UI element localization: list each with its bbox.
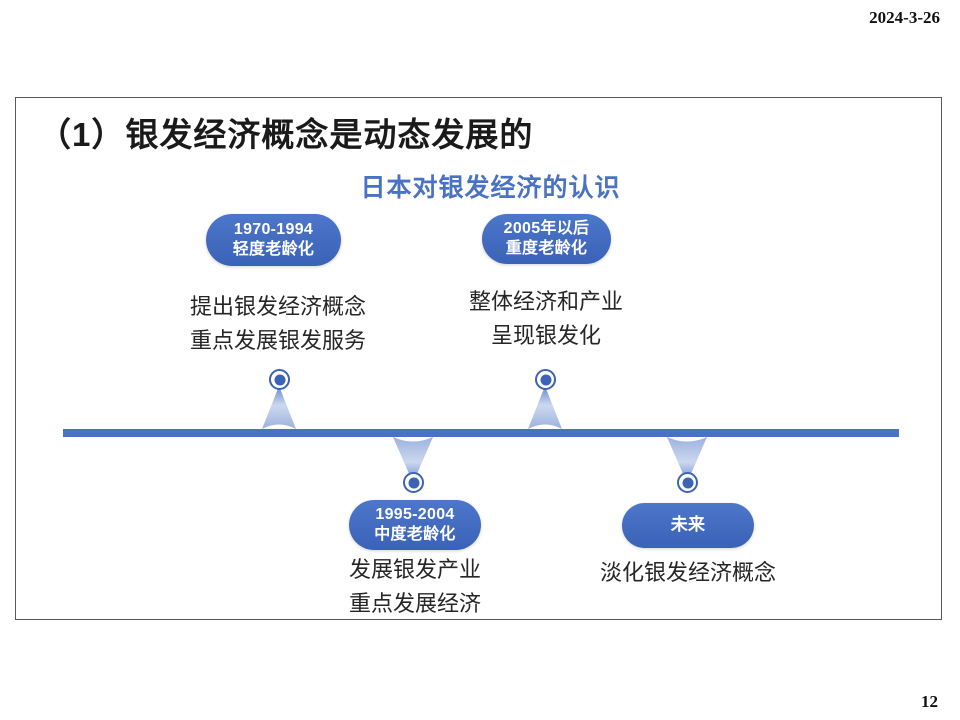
desc-line-2: 呈现银发化	[490, 323, 601, 349]
timeline-marker-stage-2[interactable]	[535, 369, 556, 390]
desc-line-2: 重点发展银发服务	[189, 328, 366, 354]
timeline-diagram: 1970-1994 轻度老龄化 提出银发经济概念 重点发展银发服务 2005年以…	[16, 98, 941, 619]
timeline-badge-stage-4[interactable]: 未来	[622, 503, 754, 548]
timeline-badge-stage-1[interactable]: 1970-1994 轻度老龄化	[206, 214, 341, 266]
badge-period-label: 1995-2004	[375, 506, 455, 524]
timeline-badge-stage-3[interactable]: 1995-2004 中度老龄化	[349, 500, 481, 550]
desc-line-1: 提出银发经济概念	[189, 294, 366, 319]
timeline-desc-stage-4: 淡化银发经济概念	[578, 556, 798, 590]
timeline-connectors	[262, 386, 707, 483]
desc-line-1: 淡化银发经济概念	[599, 560, 776, 585]
timeline-desc-stage-3: 发展银发产业 重点发展经济	[305, 553, 525, 621]
badge-stage-label: 轻度老龄化	[232, 241, 315, 258]
timeline-desc-stage-1: 提出银发经济概念 重点发展银发服务	[158, 290, 398, 358]
timeline-bar	[63, 429, 899, 437]
badge-stage-label: 中度老龄化	[374, 526, 456, 543]
badge-period-label: 未来	[670, 515, 706, 535]
page-subtitle: 日本对银发经济的认识	[16, 168, 941, 204]
page-title: （1）银发经济概念是动态发展的	[38, 116, 534, 153]
badge-period-label: 2005年以后	[503, 220, 590, 238]
page-number: 12	[921, 692, 938, 711]
badge-stage-label: 重度老龄化	[505, 240, 588, 257]
desc-line-1: 发展银发产业	[348, 557, 481, 582]
timeline-desc-stage-2: 整体经济和产业 呈现银发化	[436, 285, 656, 353]
content-frame: （1）银发经济概念是动态发展的 日本对银发经济的认识	[15, 97, 942, 620]
badge-period-label: 1970-1994	[233, 221, 314, 239]
timeline-marker-stage-1[interactable]	[269, 369, 290, 390]
desc-line-2: 重点发展经济	[348, 591, 481, 617]
desc-line-1: 整体经济和产业	[468, 289, 623, 314]
connector-stage-2	[528, 386, 562, 429]
connector-stage-1	[262, 386, 296, 429]
timeline-marker-stage-4[interactable]	[677, 472, 698, 493]
slide-date: 2024-3-26	[869, 8, 940, 27]
timeline-marker-stage-3[interactable]	[403, 472, 424, 493]
page-subtitle-text: 日本对银发经济的认识	[360, 174, 621, 202]
timeline-badge-stage-2[interactable]: 2005年以后 重度老龄化	[482, 214, 611, 264]
